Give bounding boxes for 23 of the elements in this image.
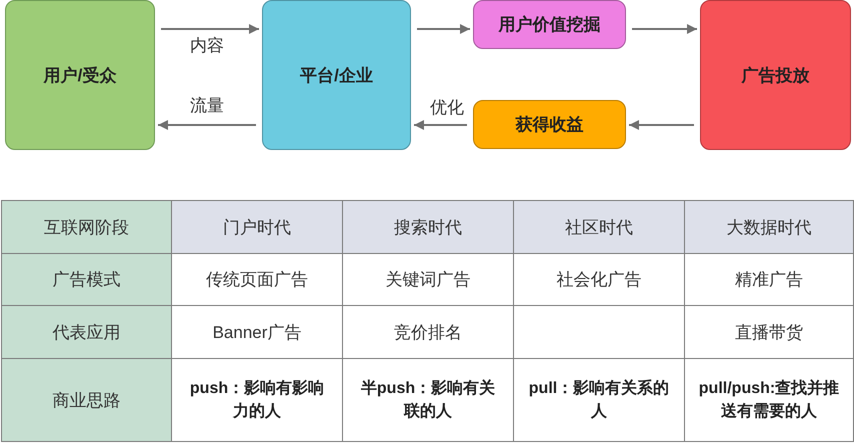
arrow [632,24,697,34]
row-header-cell: 代表应用 [1,305,172,359]
arrow [161,24,259,34]
process-box: 平台/企业 [262,0,411,150]
arrow [414,120,467,130]
edge-label: 优化 [428,98,466,118]
header-cell: 社区时代 [513,200,685,254]
arrow [158,120,256,130]
row-header-cell: 商业思路 [1,358,172,442]
process-box: 用户价值挖掘 [473,0,626,49]
arrow [417,24,470,34]
row-header-cell: 广告模式 [1,253,172,306]
table-cell: pull/push:查找并推送有需要的人 [684,358,854,442]
edge-label: 流量 [188,96,226,116]
process-box: 用户/受众 [5,0,155,150]
process-box: 获得收益 [473,100,626,149]
header-cell: 大数据时代 [684,200,854,254]
header-cell: 互联网阶段 [1,200,172,254]
edge-label: 内容 [188,36,226,56]
process-box: 广告投放 [700,0,851,150]
header-cell: 搜索时代 [342,200,514,254]
arrow [629,120,694,130]
header-cell: 门户时代 [171,200,343,254]
